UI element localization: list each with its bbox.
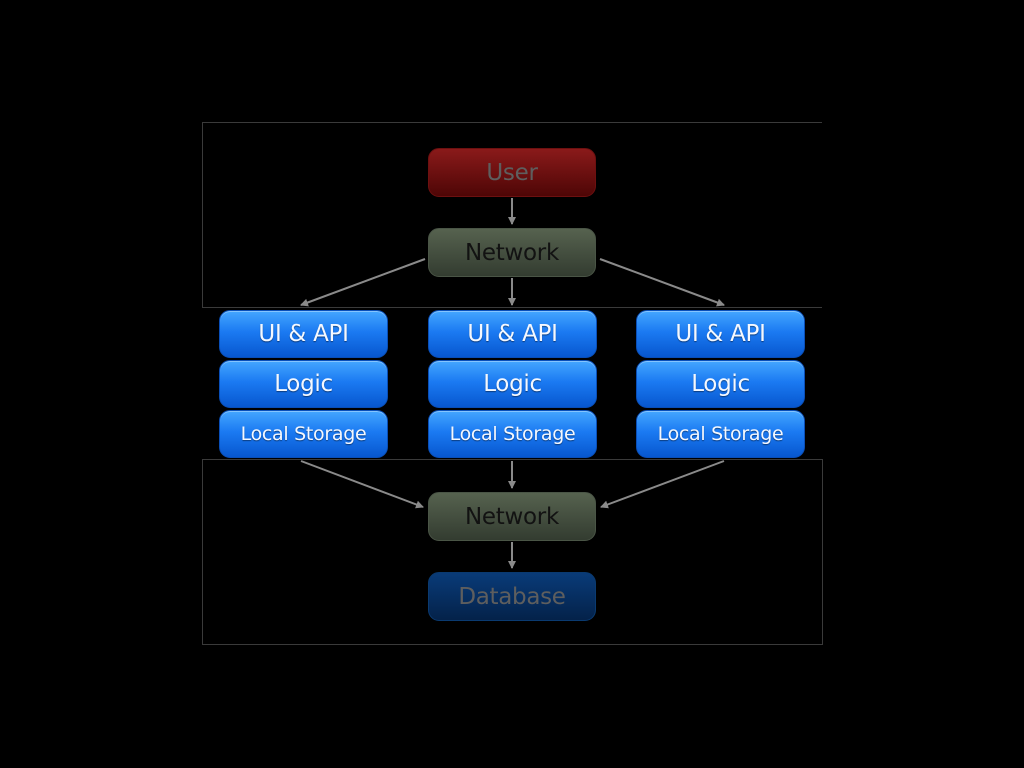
local-storage-layer: Local Storage (636, 410, 805, 458)
arrow-network-to-stack-3 (599, 258, 725, 307)
ui-api-layer: UI & API (219, 310, 388, 358)
logic-layer: Logic (219, 360, 388, 408)
arrow-network-to-stack-1 (300, 258, 426, 307)
ui-api-layer: UI & API (636, 310, 805, 358)
database-node: Database (428, 572, 596, 621)
network-node-top: Network (428, 228, 596, 277)
logic-layer: Logic (636, 360, 805, 408)
user-node: User (428, 148, 596, 197)
arrow-stack-1-to-network (300, 460, 424, 509)
local-storage-layer: Local Storage (219, 410, 388, 458)
local-storage-layer: Local Storage (428, 410, 597, 458)
ui-api-layer: UI & API (428, 310, 597, 358)
server-side-frame (202, 459, 823, 645)
network-node-bottom: Network (428, 492, 596, 541)
logic-layer: Logic (428, 360, 597, 408)
arrow-stack-3-to-network (600, 460, 725, 509)
client-side-frame (202, 122, 822, 308)
